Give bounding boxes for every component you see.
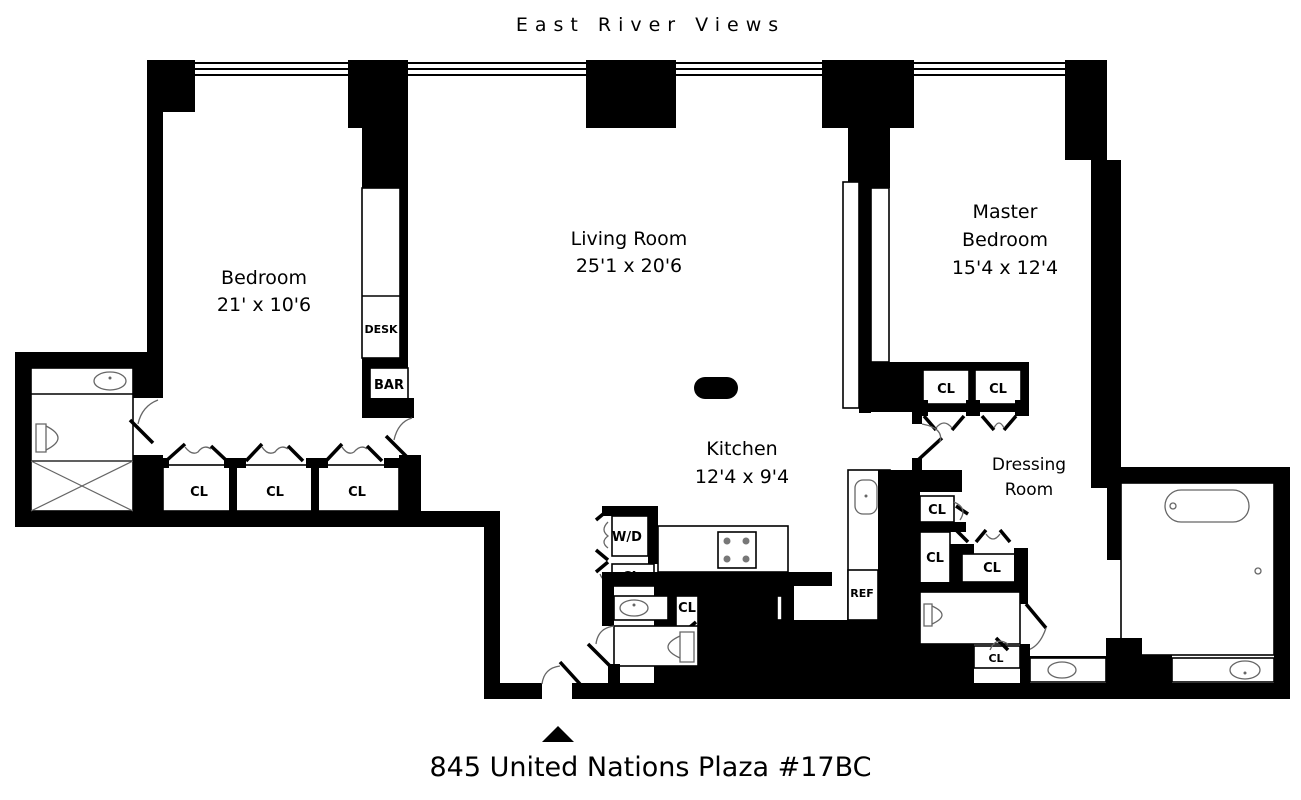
closet-label: CL: [989, 382, 1007, 397]
bedroom-dims: 21' x 10'6: [217, 294, 311, 316]
bedroom-closets: [155, 417, 421, 512]
master-bedroom-name-2: Bedroom: [962, 229, 1048, 251]
closet-label: CL: [348, 485, 366, 500]
closet-label: CL: [928, 503, 946, 518]
dressing-area: [890, 458, 1048, 685]
living-room-name: Living Room: [571, 228, 688, 250]
outer-walls: [15, 60, 1290, 699]
closet-label: CL: [988, 652, 1003, 665]
left-bathroom: [30, 367, 163, 512]
closet-label: CL: [983, 561, 1001, 576]
desk-label: DESK: [364, 323, 398, 336]
view-label: East River Views: [515, 14, 786, 36]
closet-label: CL: [937, 382, 955, 397]
dressing-room-name-2: Room: [1005, 480, 1053, 500]
washer-dryer-label: W/D: [612, 530, 642, 545]
bedroom-name: Bedroom: [221, 267, 307, 289]
closet-label: CL: [622, 570, 640, 585]
refrigerator-label: REF: [850, 587, 874, 600]
columns: [147, 60, 1107, 188]
master-bedroom-dims: 15'4 x 12'4: [952, 257, 1058, 279]
closet-label: CL: [266, 485, 284, 500]
closet-label: CL: [926, 551, 944, 566]
master-partition: [842, 181, 1029, 462]
master-bedroom-name-1: Master: [973, 201, 1038, 223]
dressing-room-name-1: Dressing: [992, 455, 1066, 475]
address-label: 845 United Nations Plaza #17BC: [429, 752, 872, 783]
bedroom-partition: [361, 128, 414, 418]
master-bath: [1029, 482, 1275, 684]
bar-label: BAR: [374, 378, 404, 393]
closet-label: CL: [678, 601, 696, 616]
entry-arrow-icon: [542, 726, 574, 742]
kitchen-area: [541, 469, 891, 686]
kitchen-island: [694, 377, 738, 399]
kitchen-dims: 12'4 x 9'4: [695, 466, 789, 488]
closet-label: CL: [190, 485, 208, 500]
kitchen-name: Kitchen: [706, 438, 777, 460]
living-room-dims: 25'1 x 20'6: [576, 255, 682, 277]
